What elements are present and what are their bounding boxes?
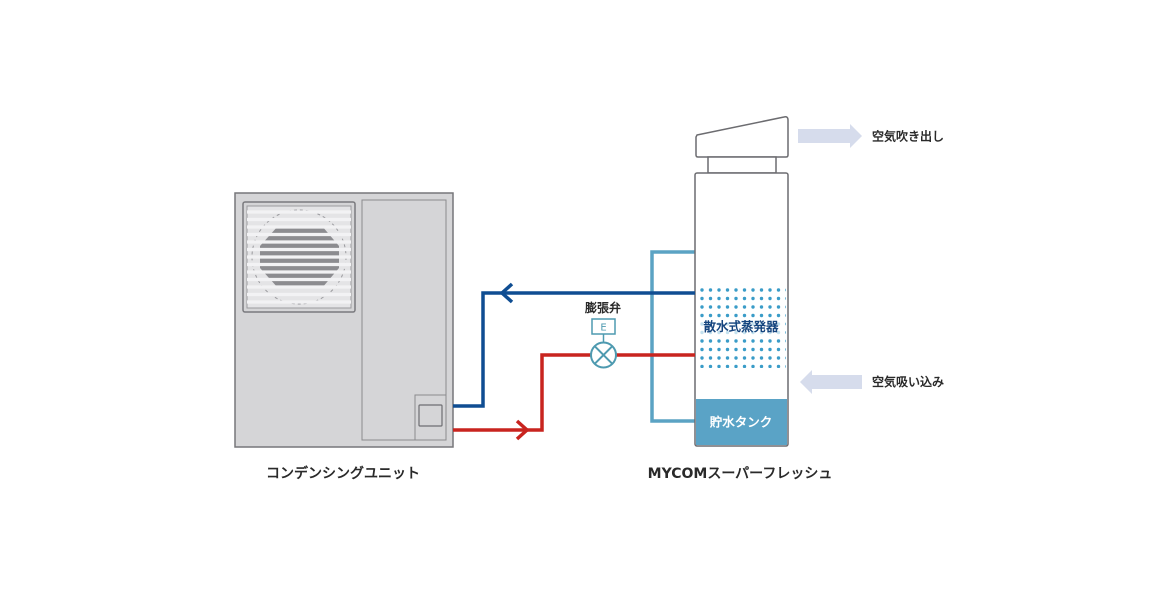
blue-refrigerant-line [453, 282, 695, 408]
fan-grille-icon [242, 201, 356, 313]
air-in-label: 空気吸い込み [872, 374, 944, 389]
expansion-valve: E 膨張弁 [584, 300, 621, 369]
mycom-unit [694, 116, 789, 447]
blue-arrow-icon [499, 282, 514, 304]
mycom-label: MYCOMスーパーフレッシュ [648, 466, 833, 482]
air-out-arrow-icon [798, 124, 862, 148]
air-in-arrow-icon [800, 370, 862, 394]
red-refrigerant-line [453, 353, 695, 441]
condensing-unit-label: コンデンシングユニット [266, 465, 420, 482]
air-out-label: 空気吹き出し [872, 129, 944, 144]
tank-label: 貯水タンク [710, 415, 773, 430]
water-tank [696, 399, 787, 445]
condensing-unit [234, 192, 454, 448]
red-arrow-icon [515, 419, 530, 441]
valve-letter: E [600, 323, 606, 334]
evaporator-label: 散水式蒸発器 [703, 319, 779, 334]
expansion-valve-label: 膨張弁 [584, 300, 621, 315]
